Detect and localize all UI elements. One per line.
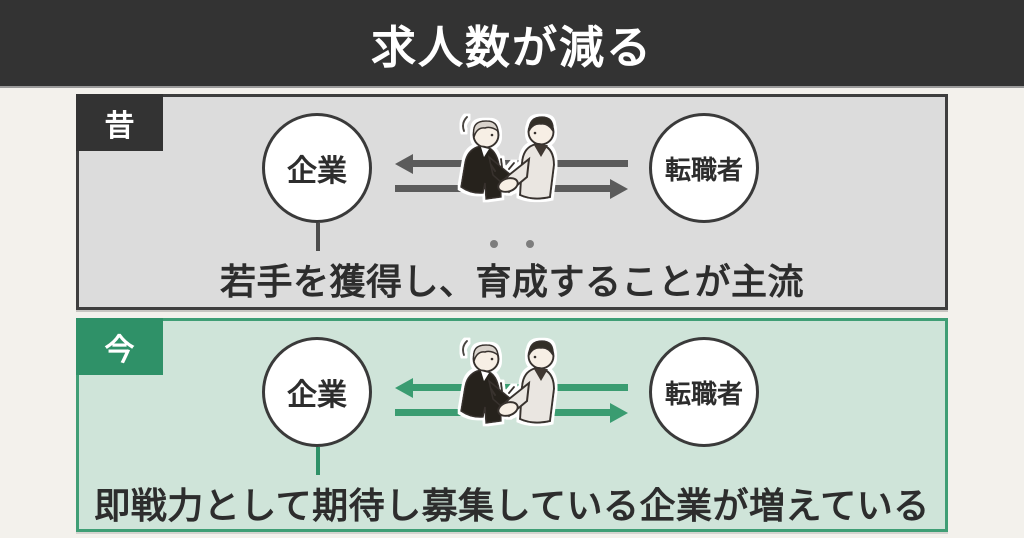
past-badge: 昔 [76,94,163,151]
company-label: 企業 [287,379,347,412]
past-caption-suffix: することが主流 [548,261,805,302]
title-bar: 求人数が減る [0,0,1024,88]
handshake-icon [453,111,573,217]
page-title: 求人数が減る [370,21,653,73]
now-badge: 今 [76,318,163,375]
panel-now: 今 企業 転職者 即戦力として期待し募集している企業が増えている [76,318,948,532]
left-arrow-icon [395,153,628,174]
job-changer-label: 転職者 [664,154,743,185]
panel-past: 昔 企業 転職者 若手を獲得し、育成することが主流 [76,94,948,310]
left-arrow-icon [395,377,628,398]
company-circle-now: 企業 [262,337,372,447]
job-changer-label: 転職者 [664,378,743,409]
past-caption: 若手を獲得し、育成することが主流 [79,240,945,305]
past-caption-prefix: 若手を獲得し、 [219,261,476,302]
company-label: 企業 [287,155,347,188]
connector-line-now [316,447,320,475]
now-caption: 即戦力として期待し募集している企業が増えている [94,485,930,526]
handshake-icon [453,335,573,441]
job-changer-circle-now: 転職者 [649,337,759,447]
connector-line-past [316,223,320,251]
job-changer-circle-past: 転職者 [649,113,759,223]
company-circle-past: 企業 [262,113,372,223]
past-caption-emphasized: 育成 [475,240,548,305]
